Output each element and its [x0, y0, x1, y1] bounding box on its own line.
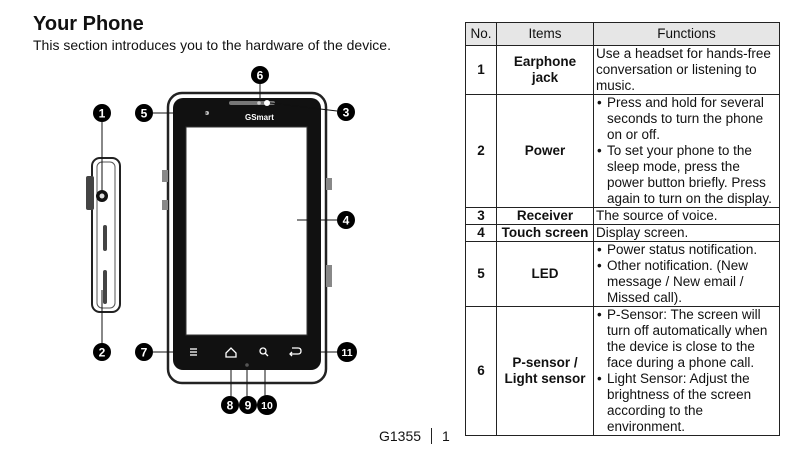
row-number: 1 [465, 45, 497, 95]
page-title: Your Phone [33, 13, 144, 35]
callout-1: 1 [93, 104, 111, 122]
row-item: LED [496, 241, 594, 307]
callout-4: 4 [337, 211, 355, 229]
row-function: The source of voice. [593, 207, 780, 225]
svg-text:10: 10 [261, 400, 273, 412]
row-item: Receiver [496, 207, 594, 225]
callout-11: 11 [337, 342, 357, 362]
search-icon [259, 347, 269, 357]
table-row: 1 Earphone jack Use a headset for hands-… [465, 45, 780, 95]
phone-side-view [86, 157, 121, 313]
hardware-table: No. Items Functions 1 Earphone jack Use … [465, 22, 780, 436]
callout-7: 7 [135, 343, 153, 361]
row-function: Display screen. [593, 224, 780, 242]
row-number: 3 [465, 207, 497, 225]
page-subtitle: This section introduces you to the hardw… [33, 37, 391, 53]
page-footer: G1355 1 [379, 428, 450, 444]
svg-text:4: 4 [343, 214, 350, 228]
menu-icon [190, 348, 197, 356]
svg-text:7: 7 [141, 346, 148, 360]
microphone [245, 363, 249, 367]
table-row: 4 Touch screen Display screen. [465, 224, 780, 242]
row-item: Touch screen [496, 224, 594, 242]
back-icon [289, 347, 302, 357]
light-sensor [264, 100, 270, 106]
header-no: No. [465, 22, 497, 46]
row-number: 4 [465, 224, 497, 242]
callout-9: 9 [239, 396, 257, 414]
callout-10: 10 [257, 395, 277, 415]
p-sensor [257, 101, 261, 105]
table-row: 2 Power Press and hold for several secon… [465, 94, 780, 208]
table-header-row: No. Items Functions [465, 22, 780, 46]
model-number: G1355 [379, 428, 422, 444]
table-row: 5 LED Power status notification. Other n… [465, 241, 780, 307]
callout-2: 2 [93, 343, 111, 361]
function-bullet: P-Sensor: The screen will turn off autom… [596, 307, 777, 371]
header-items: Items [496, 22, 594, 46]
row-item: P-sensor / Light sensor [496, 306, 594, 436]
svg-text:3: 3 [343, 106, 350, 120]
callout-6: 6 [251, 66, 269, 84]
receiver-grille [229, 101, 275, 105]
callout-5: 5 [135, 104, 153, 122]
touch-screen [185, 126, 308, 336]
svg-text:2: 2 [99, 346, 106, 360]
row-item: Power [496, 94, 594, 208]
function-bullet: Press and hold for several seconds to tu… [596, 95, 777, 143]
row-function: Press and hold for several seconds to tu… [593, 94, 780, 208]
footer-divider [431, 428, 433, 444]
row-number: 6 [465, 306, 497, 436]
header-functions: Functions [593, 22, 780, 46]
callout-3: 3 [337, 103, 355, 121]
svg-text:5: 5 [141, 107, 148, 121]
svg-text:1: 1 [99, 107, 106, 121]
phone-front-view: GSmart [162, 91, 332, 385]
callout-8: 8 [221, 396, 239, 414]
row-function: Use a headset for hands-free conversatio… [593, 45, 780, 95]
function-bullet: Power status notification. [596, 242, 777, 258]
function-bullet: Other notification. (New message / New e… [596, 258, 777, 306]
row-function: P-Sensor: The screen will turn off autom… [593, 306, 780, 436]
function-bullet: To set your phone to the sleep mode, pre… [596, 143, 777, 207]
row-number: 5 [465, 241, 497, 307]
power-button [103, 270, 107, 304]
row-number: 2 [465, 94, 497, 208]
svg-text:11: 11 [341, 347, 352, 359]
function-bullet: Light Sensor: Adjust the brightness of t… [596, 371, 777, 435]
svg-text:6: 6 [257, 69, 264, 83]
home-icon [225, 347, 237, 358]
table-row: 6 P-sensor / Light sensor P-Sensor: The … [465, 306, 780, 436]
brand-logo: GSmart [245, 113, 274, 122]
row-item: Earphone jack [496, 45, 594, 95]
row-function: Power status notification. Other notific… [593, 241, 780, 307]
side-button [103, 225, 107, 251]
phone-diagram: GSmart [86, 66, 357, 415]
callout-leaders [101, 84, 338, 396]
svg-text:8: 8 [227, 399, 234, 413]
page-number: 1 [442, 428, 450, 444]
svg-text:9: 9 [245, 399, 252, 413]
table-row: 3 Receiver The source of voice. [465, 207, 780, 225]
